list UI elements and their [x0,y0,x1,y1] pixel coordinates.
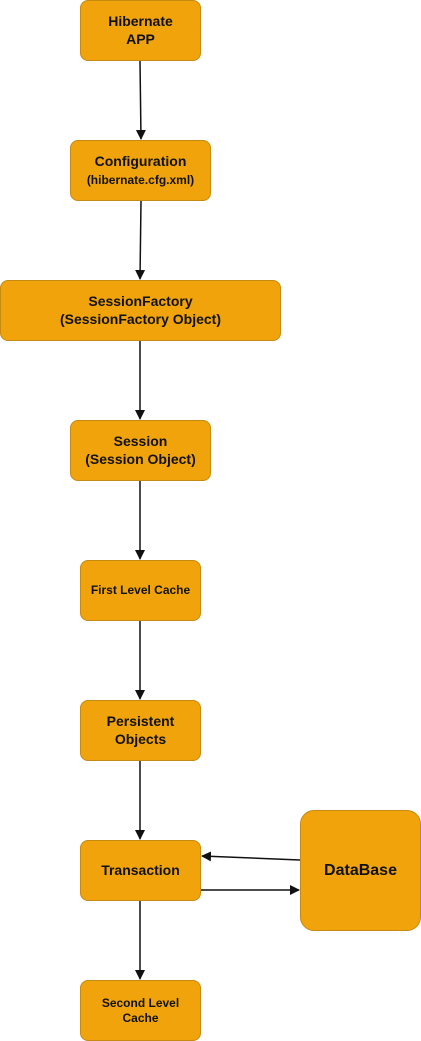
session-label: Session [113,433,168,449]
hibernate-app-label-line2: APP [126,30,155,47]
session-factory-label: SessionFactory [88,293,193,309]
arrow-configuration-to-session-factory [135,200,146,280]
database-node: DataBase [300,810,421,931]
persistent-objects-label-line2: Objects [114,730,167,747]
arrow-app-to-configuration [135,60,146,140]
hibernate-app-node: Hibernate APP [80,0,201,61]
session-object-label: (Session Object) [85,450,196,467]
database-label: DataBase [324,861,397,879]
first-level-cache-label: First Level Cache [90,583,191,597]
first-level-cache-node: First Level Cache [80,560,201,621]
configuration-label: Configuration [94,152,187,169]
transaction-node: Transaction [80,840,201,901]
hibernate-app-label-line1: Hibernate [108,13,173,29]
configuration-file-label: (hibernate.cfg.xml) [86,173,195,188]
session-factory-object-label: (SessionFactory Object) [59,310,222,327]
persistent-objects-label-line1: Persistent [106,713,175,729]
persistent-objects-node: Persistent Objects [80,700,201,761]
transaction-label: Transaction [101,861,180,878]
second-level-cache-label-line1: Second Level [101,995,180,1010]
second-level-cache-label-line2: Cache [122,1010,159,1025]
arrow-database-to-transaction [201,851,301,862]
session-node: Session (Session Object) [70,420,211,481]
session-factory-node: SessionFactory (SessionFactory Object) [0,280,281,341]
configuration-node: Configuration (hibernate.cfg.xml) [70,140,211,201]
second-level-cache-node: Second Level Cache [80,980,201,1041]
